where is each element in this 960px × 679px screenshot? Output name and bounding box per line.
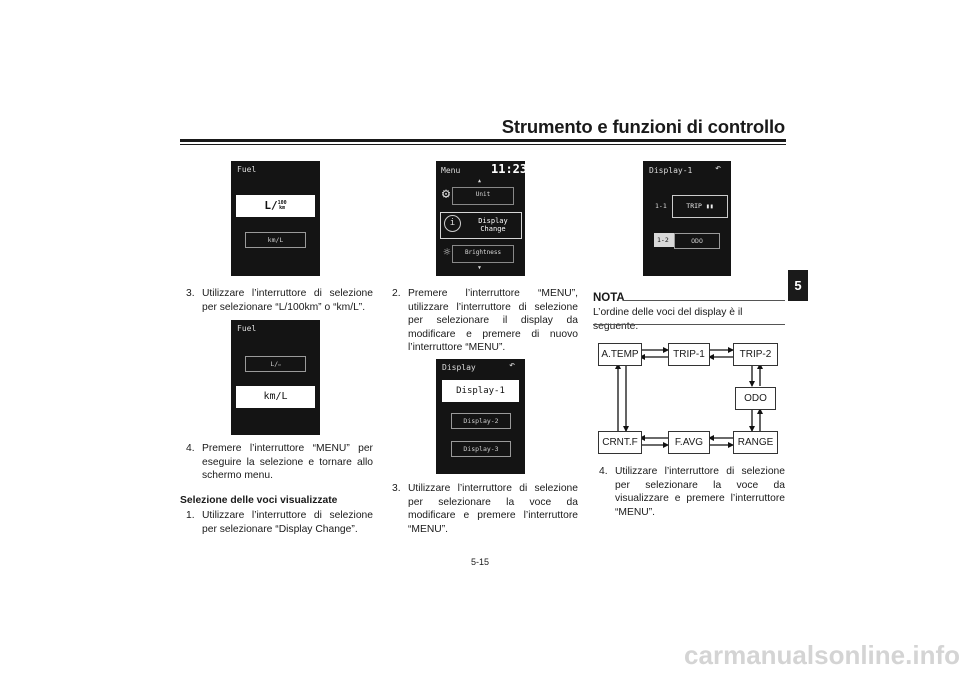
nota-block: NOTA L’ordine delle voci del display è i… (593, 292, 785, 333)
gear-icon: ⚙ (441, 186, 451, 202)
brightness-icon: ☼ (443, 245, 451, 259)
watermark: carmanualsonline.info (684, 640, 960, 670)
screen-title: Display-1 (649, 166, 693, 175)
display-option: Display-2 (451, 413, 511, 429)
display-screen: Display ↶ Display-1 Display-2 Display-3 (436, 359, 525, 474)
display-order-diagram (615, 347, 763, 448)
menu-item-label: Unit (475, 191, 491, 198)
menu-item-unit (452, 187, 514, 205)
nota-rule (623, 300, 785, 301)
menu-item-label: Display Change (478, 217, 508, 233)
screen-title: Fuel (237, 324, 257, 333)
row-number-highlight (654, 233, 674, 247)
display-option: Display-3 (451, 441, 511, 457)
screen-title: Menu (441, 166, 461, 175)
menu-item-brightness (452, 245, 514, 263)
diagram-node-crntf: CRNT.F (598, 431, 642, 454)
menu-item-display-change (440, 212, 522, 239)
page-header-title: Strumento e funzioni di controllo (501, 116, 785, 137)
diagram-node-atemp: A.TEMP (598, 343, 642, 366)
page-number: 5-15 (470, 557, 489, 567)
nota-text: L’ordine delle voci del display è il seg… (593, 307, 743, 332)
diagram-node-trip1: TRIP-1 (668, 343, 710, 366)
diagram-node-odo: ODO (735, 387, 776, 410)
unselected-option: km/L (245, 232, 306, 248)
selected-option: km/L (236, 386, 315, 408)
screen-title: Fuel (237, 165, 257, 174)
row-number: 1-2 (657, 236, 669, 244)
clock: 11:23 (491, 162, 528, 176)
row-number: 1-1 (655, 202, 667, 210)
row-value: ODO (674, 233, 720, 249)
menu-screen: Menu 11:23 ▲ ⚙ Unit i Display Change ☼ B… (436, 161, 528, 276)
unselected-option: L/▭ (245, 356, 306, 372)
scroll-down-icon: ▼ (478, 265, 482, 271)
header-rule (180, 139, 786, 142)
chapter-tab: 5 (788, 270, 808, 301)
display-change-icon: i (444, 215, 461, 232)
diagram-node-favg: F.AVG (668, 431, 710, 454)
back-icon: ↶ (509, 360, 516, 371)
nota-bottom-rule (593, 324, 785, 325)
menu-item-label: Brightness (464, 249, 502, 256)
diagram-node-trip2: TRIP-2 (733, 343, 778, 366)
selected-display: Display-1 (442, 380, 519, 402)
back-icon: ↶ (715, 163, 722, 174)
screen-title: Display (442, 363, 476, 372)
row-value-selected: TRIP ▮▮ (672, 195, 728, 218)
diagram-node-range: RANGE (733, 431, 778, 454)
section-title: Selezione delle voci visualizzate (180, 495, 338, 506)
scroll-up-icon: ▲ (478, 178, 482, 184)
display1-screen: Display-1 ↶ 1-1 TRIP ▮▮ 1-2 ODO (643, 161, 731, 276)
header-rule-thin (180, 144, 786, 145)
fuel-screen-2: Fuel L/▭ km/L (231, 320, 320, 435)
nota-heading: NOTA (593, 292, 625, 304)
